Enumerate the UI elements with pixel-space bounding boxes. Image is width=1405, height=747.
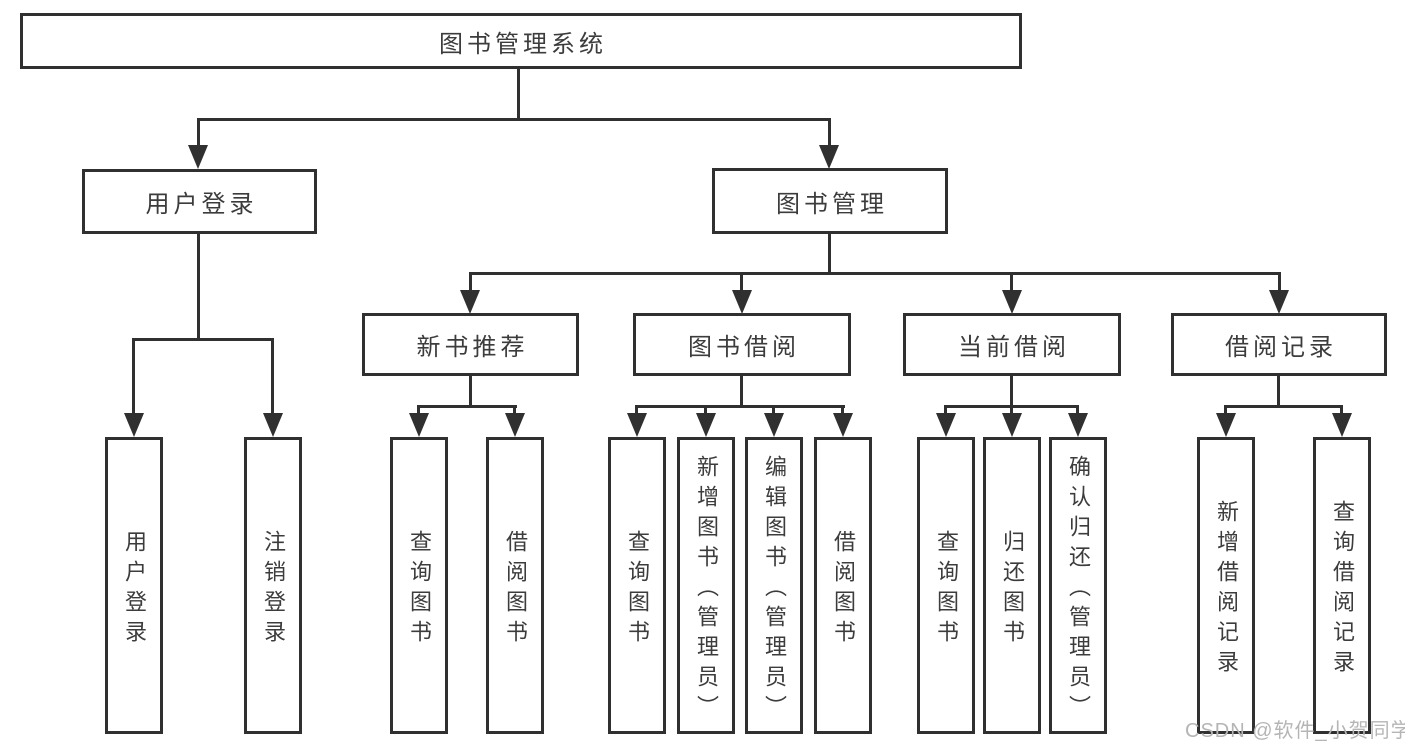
node-label: 借阅图书 [503,529,528,650]
leaf-cb-confirm-return-admin: 确认归还（管理员） [1049,437,1107,734]
node-user-login: 用户登录 [82,169,317,234]
node-borrowing-records: 借阅记录 [1171,313,1387,376]
node-label: 归还图书 [1000,529,1025,650]
node-label: 确认归还（管理员） [1066,454,1091,725]
connector-hline [132,338,274,341]
leaf-br-add-borrow-record: 新增借阅记录 [1197,437,1255,734]
connector-vline [513,405,516,417]
node-label: 当前借阅 [958,334,1070,361]
connector-vline [417,405,420,417]
connector-vline [1224,405,1227,417]
arrowhead-down-icon [627,413,647,437]
leaf-cb-query-books: 查询图书 [917,437,975,734]
connector-vline [517,69,520,118]
arrowhead-down-icon [124,413,144,437]
arrowhead-down-icon [1216,413,1236,437]
node-label: 图书管理系统 [439,30,607,58]
connector-vline [1010,376,1013,405]
connector-vline [635,405,638,417]
arrowhead-down-icon [1332,413,1352,437]
leaf-rec-query-books: 查询图书 [390,437,448,734]
node-label: 查询图书 [625,529,650,650]
connector-hline [469,272,1281,275]
node-label: 新增图书（管理员） [694,454,719,725]
leaf-logout: 注销登录 [244,437,302,734]
connector-vline [1010,272,1013,292]
arrowhead-down-icon [409,413,429,437]
csdn-watermark: CSDN @软件_小贺同学 [1185,720,1405,742]
connector-vline [740,376,743,405]
connector-vline [772,405,775,417]
leaf-user-login: 用户登录 [105,437,163,734]
leaf-rec-borrow-books: 借阅图书 [486,437,544,734]
connector-hline [636,405,845,408]
node-label: 借阅图书 [831,529,856,650]
node-label: 用户登录 [145,191,258,218]
connector-vline [469,376,472,405]
node-label: 编辑图书（管理员） [762,454,787,725]
arrowhead-down-icon [1269,290,1289,314]
connector-vline [271,338,274,416]
connector-hline [197,118,831,121]
arrowhead-down-icon [263,413,283,437]
node-label: 新增借阅记录 [1214,499,1239,680]
connector-hline [1225,405,1343,408]
arrowhead-down-icon [1002,290,1022,314]
connector-vline [944,405,947,417]
connector-vline [841,405,844,417]
connector-vline [740,272,743,292]
connector-vline [1278,272,1281,292]
leaf-bb-query-books: 查询图书 [608,437,666,734]
arrowhead-down-icon [460,290,480,314]
arrowhead-down-icon [732,290,752,314]
arrowhead-down-icon [764,413,784,437]
node-label: 图书管理 [776,190,888,218]
connector-vline [828,118,831,148]
leaf-bb-edit-books-admin: 编辑图书（管理员） [745,437,803,734]
connector-vline [132,338,135,416]
node-label: 注销登录 [261,529,286,650]
arrowhead-down-icon [1002,413,1022,437]
node-label: 用户登录 [122,529,147,650]
leaf-bb-borrow-books: 借阅图书 [814,437,872,734]
node-book-management: 图书管理 [712,168,948,234]
connector-vline [1277,376,1280,405]
connector-vline [704,405,707,417]
node-label: 借阅记录 [1225,334,1337,361]
connector-vline [1076,405,1079,417]
leaf-cb-return-books: 归还图书 [983,437,1041,734]
node-label: 查询借阅记录 [1330,499,1355,680]
node-label: 图书借阅 [688,334,800,361]
arrowhead-down-icon [833,413,853,437]
connector-vline [1010,405,1013,417]
connector-vline [828,234,831,272]
connector-vline [1340,405,1343,417]
leaf-bb-add-books-admin: 新增图书（管理员） [677,437,735,734]
connector-vline [197,118,200,148]
node-label: 查询图书 [934,529,959,650]
arrowhead-down-icon [1068,413,1088,437]
connector-hline [418,405,517,408]
arrowhead-down-icon [505,413,525,437]
node-label: 新书推荐 [416,334,529,361]
node-book-borrowing: 图书借阅 [633,313,851,376]
connector-vline [469,272,472,292]
connector-vline [197,234,200,338]
node-new-book-recommendation: 新书推荐 [362,313,579,376]
arrowhead-down-icon [696,413,716,437]
arrowhead-down-icon [819,145,839,169]
node-library-management-system: 图书管理系统 [20,13,1022,69]
leaf-br-query-borrow-record: 查询借阅记录 [1313,437,1371,734]
arrowhead-down-icon [188,145,208,169]
node-current-borrowing: 当前借阅 [903,313,1121,376]
arrowhead-down-icon [936,413,956,437]
node-label: 查询图书 [407,529,432,650]
